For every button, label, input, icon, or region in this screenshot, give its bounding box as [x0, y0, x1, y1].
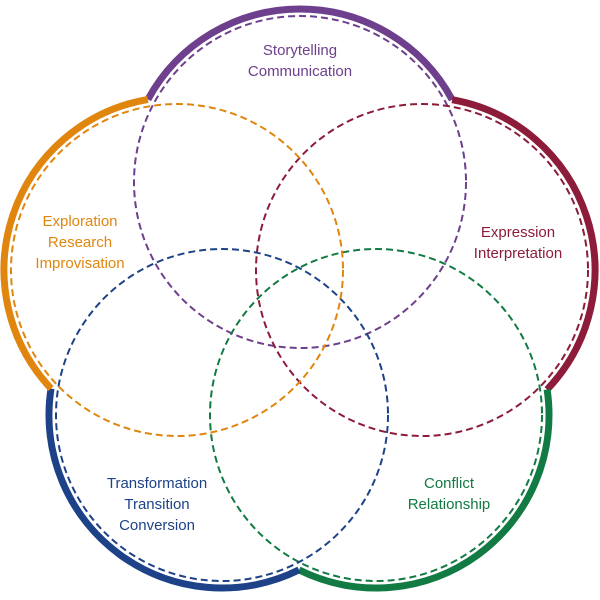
label-line: Transformation [106, 475, 208, 492]
label-line: Conversion [119, 517, 195, 534]
label-expression-interpretation: Expression Interpretation [474, 222, 562, 264]
dashed-circle-purple [133, 15, 467, 349]
label-line: Transition [124, 496, 190, 513]
label-transformation-transition-conversion: Transformation Transition Conversion [107, 473, 207, 536]
dashed-circle-red [255, 103, 589, 437]
dashed-circle-green [209, 248, 543, 582]
label-line: Improvisation [35, 255, 125, 272]
outer-arc-blue [45, 388, 301, 592]
label-line: Interpretation [473, 245, 563, 262]
label-line: Storytelling [262, 42, 338, 59]
label-conflict-relationship: Conflict Relationship [408, 473, 491, 515]
label-exploration-research-improvisation: Exploration Research Improvisation [35, 211, 124, 274]
outer-arc-purple [144, 5, 456, 102]
outer-arc-green [297, 388, 553, 592]
label-line: Relationship [407, 496, 491, 513]
dashed-circle-orange [10, 103, 344, 437]
dashed-circle-blue [55, 248, 389, 582]
label-line: Expression [480, 224, 556, 241]
outer-boundary [0, 5, 599, 592]
outer-arc-orange [0, 96, 149, 391]
label-line: Research [47, 234, 113, 251]
label-line: Conflict [423, 475, 475, 492]
dashed-circles [10, 15, 589, 582]
label-storytelling-communication: Storytelling Communication [248, 40, 352, 82]
label-line: Exploration [42, 213, 118, 230]
label-line: Communication [247, 63, 353, 80]
outer-arc-red [451, 96, 599, 392]
